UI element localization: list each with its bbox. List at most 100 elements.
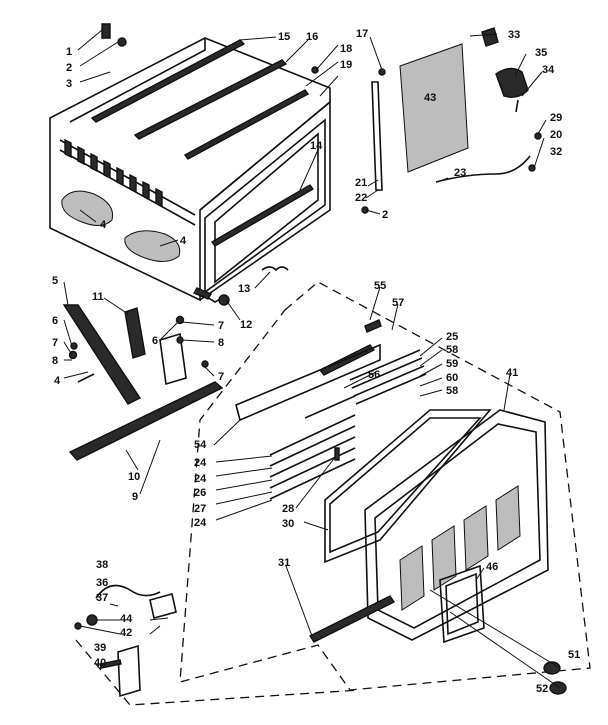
sill-10	[68, 381, 224, 461]
callout-42: 42	[120, 627, 132, 639]
callout-4a: 4	[100, 219, 107, 231]
knob-52	[549, 681, 567, 695]
callout-1: 1	[66, 46, 72, 58]
callout-6b: 6	[152, 335, 158, 347]
callout-22: 22	[355, 192, 367, 204]
callout-28: 28	[282, 503, 294, 515]
callout-24a: 24	[194, 457, 207, 469]
callout-60: 60	[446, 372, 458, 384]
side-strip-21	[371, 81, 383, 191]
callout-24c: 24	[194, 517, 207, 529]
spring-clip-13	[261, 266, 289, 272]
callout-7b: 7	[218, 320, 224, 332]
callout-30: 30	[282, 518, 294, 530]
callout-20: 20	[550, 129, 562, 141]
screw-34	[515, 99, 519, 113]
side-label-right	[124, 230, 181, 262]
callout-9: 9	[132, 491, 138, 503]
door-46	[439, 564, 485, 644]
top-hardware	[101, 23, 386, 214]
deflector-vanes	[269, 414, 356, 500]
callout-41: 41	[506, 367, 518, 379]
callout-19: 19	[340, 59, 352, 71]
callout-5: 5	[52, 275, 58, 287]
callout-8a: 8	[52, 355, 58, 367]
callout-7a: 7	[52, 337, 58, 349]
callout-10: 10	[128, 471, 140, 483]
nut-12	[218, 294, 230, 306]
bracket-35	[495, 67, 529, 98]
callout-25: 25	[446, 331, 458, 343]
callout-17: 17	[356, 28, 368, 40]
control-parts	[74, 584, 361, 706]
callout-51: 51	[568, 649, 580, 661]
callout-15: 15	[278, 31, 290, 43]
leader-lines	[63, 29, 547, 637]
callout-55: 55	[374, 280, 386, 292]
callout-54: 54	[194, 439, 207, 451]
callout-27: 26	[194, 487, 206, 499]
callout-57: 57	[392, 297, 404, 309]
callout-21: 21	[355, 177, 367, 189]
callout-37: 37	[96, 592, 108, 604]
cabinet-shell	[49, 37, 331, 303]
callout-58b: 58	[446, 385, 458, 397]
callout-labels: 1 2 3 15 16 17 18 19 14 21 22 2 33 35 34…	[52, 28, 580, 695]
callout-34: 34	[542, 64, 555, 76]
callout-33: 33	[508, 29, 520, 41]
plug-33	[481, 27, 499, 47]
callout-39: 39	[94, 642, 106, 654]
callout-4b: 4	[180, 235, 187, 247]
callout-2: 2	[66, 62, 72, 74]
screw-40	[99, 659, 122, 669]
callout-2b: 2	[382, 209, 388, 221]
side-louvers	[64, 138, 163, 208]
rail-14	[210, 184, 315, 247]
callout-31: 31	[278, 557, 290, 569]
callout-43: 43	[424, 92, 436, 104]
callout-24b: 27	[194, 503, 206, 515]
callout-14: 14	[310, 140, 323, 152]
callout-4c: 4	[54, 375, 61, 387]
callout-35: 35	[535, 47, 547, 59]
callout-58a: 58	[446, 344, 458, 356]
top-rail-15	[90, 39, 246, 123]
callout-56: 56	[368, 369, 380, 381]
callout-11: 11	[92, 291, 104, 303]
callout-6a: 6	[52, 315, 58, 327]
callout-46: 46	[486, 561, 498, 573]
callout-3: 3	[66, 78, 72, 90]
callout-13: 13	[238, 283, 250, 295]
knob-51	[543, 661, 561, 675]
bracket-11	[124, 307, 146, 359]
side-label-left	[61, 190, 114, 226]
callout-38: 38	[96, 559, 108, 571]
cord-23	[435, 155, 531, 183]
bracket-5	[62, 304, 142, 405]
bar-31	[308, 595, 396, 643]
filter-30	[324, 409, 492, 564]
callout-44: 44	[120, 613, 133, 625]
front-assembly-outline	[179, 281, 591, 691]
top-rail-16	[133, 59, 288, 140]
air-louver-assembly	[235, 319, 427, 422]
callout-23: 23	[454, 167, 466, 179]
callout-36: 36	[96, 577, 108, 589]
callout-32: 32	[550, 146, 562, 158]
insulation-panel	[399, 27, 542, 183]
callout-16: 16	[306, 31, 318, 43]
callout-40: 40	[94, 657, 106, 669]
callout-29: 29	[550, 112, 562, 124]
callout-8b: 8	[218, 337, 224, 349]
cord-38	[95, 584, 161, 599]
callout-59: 59	[446, 358, 458, 370]
callout-7c: 7	[218, 371, 224, 383]
bracket-39	[117, 644, 141, 698]
callout-26: 24	[194, 473, 207, 485]
rail-19	[183, 89, 310, 160]
callout-12: 12	[240, 319, 252, 331]
callout-18: 18	[340, 43, 352, 55]
callout-52: 52	[536, 683, 548, 695]
